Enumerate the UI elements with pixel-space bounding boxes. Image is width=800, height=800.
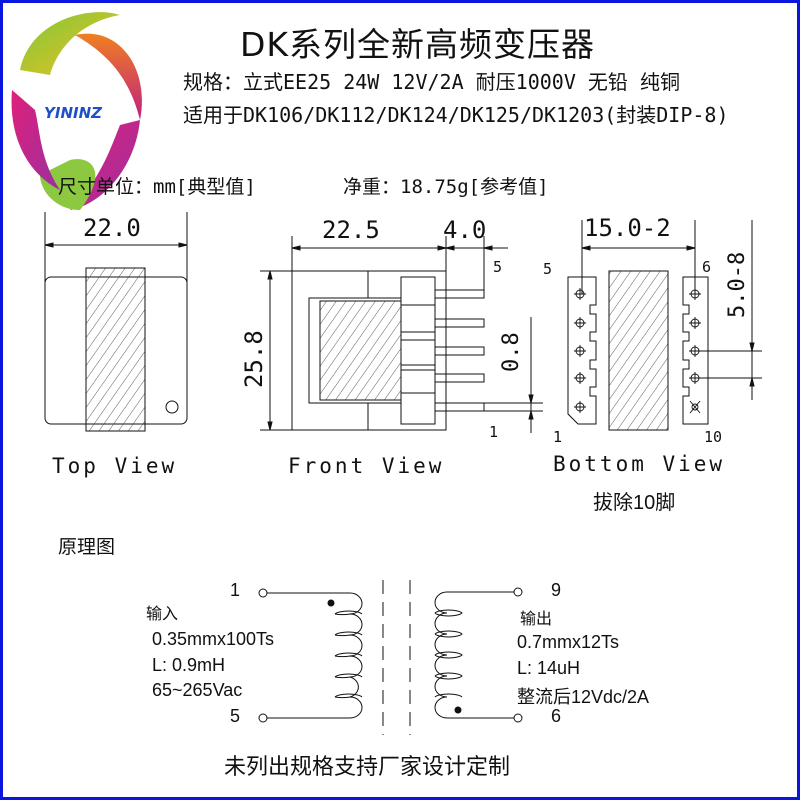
footer-note: 未列出规格支持厂家设计定制 [224, 755, 511, 780]
top-view-label: Top View [52, 454, 178, 478]
top-width-dim: 22.0 [83, 214, 141, 242]
schematic-drawing [258, 580, 523, 735]
logo-text: YININZ [44, 104, 103, 122]
primary-label: 输入 [146, 606, 179, 623]
logo: YININZ [11, 12, 142, 210]
bottom-span-dim: 15.0-2 [584, 214, 671, 242]
front-view-drawing [260, 236, 543, 433]
primary-inductance: L: 0.9mH [152, 655, 226, 675]
polarity-dot-secondary [454, 706, 462, 714]
schematic-heading: 原理图 [58, 536, 116, 558]
secondary-inductance: L: 14uH [517, 658, 581, 678]
bottom-pin5: 5 [543, 260, 552, 278]
secondary-label: 输出 [520, 611, 553, 628]
front-pin-length: 5 [493, 258, 502, 276]
bottom-view-drawing [567, 220, 762, 431]
primary-pin-top: 1 [230, 580, 241, 600]
pin6-terminal [513, 713, 523, 723]
secondary-output: 整流后12Vdc/2A [517, 687, 650, 707]
top-view-drawing [44, 212, 188, 432]
secondary-pin-top: 9 [551, 580, 562, 600]
primary-pin-bottom: 5 [230, 706, 241, 726]
primary-wire: 0.35mmx100Ts [152, 629, 275, 649]
bottom-view-label: Bottom View [553, 452, 726, 476]
secondary-wire: 0.7mmx12Ts [517, 632, 620, 652]
net-weight: 净重：18.75g[参考值] [343, 176, 549, 198]
pin1-terminal [258, 588, 268, 598]
bottom-pin6: 6 [702, 258, 711, 276]
dimension-units: 尺寸单位：mm[典型值] [58, 176, 256, 198]
bottom-pin10: 10 [704, 428, 722, 446]
bottom-pitch-dim: 5.0-8 [725, 252, 750, 318]
spec-line: 规格：立式EE25 24W 12V/2A 耐压1000V 无铅 纯铜 [183, 70, 680, 94]
pin9-terminal [513, 587, 523, 597]
bottom-pin1: 1 [553, 428, 562, 446]
page-title: DK系列全新高频变压器 [240, 25, 596, 64]
pin5-terminal [258, 713, 268, 723]
secondary-pin-bottom: 6 [551, 706, 562, 726]
front-view-label: Front View [288, 454, 445, 478]
front-height-dim: 25.8 [240, 330, 268, 388]
primary-voltage: 65~265Vac [152, 680, 243, 700]
front-width-dim: 22.5 [322, 216, 380, 244]
front-pin-thickness: 0.8 [499, 332, 524, 372]
front-pin-dim: 4.0 [443, 216, 486, 244]
compatibility-line: 适用于DK106/DK112/DK124/DK125/DK1203(封装DIP-… [183, 103, 729, 127]
polarity-dot-primary [327, 599, 335, 607]
front-pin-number: 1 [489, 423, 498, 441]
removed-pin-note: 拔除10脚 [593, 492, 676, 514]
